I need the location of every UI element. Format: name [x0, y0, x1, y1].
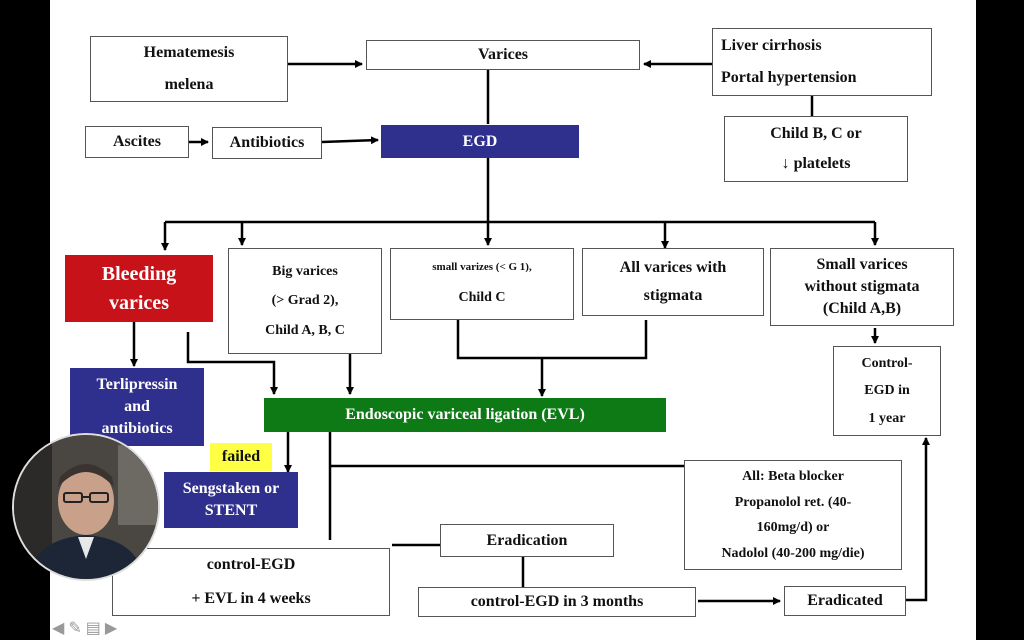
cirrhosis-line-1: Liver cirrhosis [721, 37, 822, 54]
sengstaken-line-1: Sengstaken or [182, 480, 280, 497]
small-varizes-box: small varizes (< G 1), Child C [390, 248, 574, 320]
stigmata-box: All varices with stigmata [582, 248, 764, 316]
egd-box: EGD [381, 125, 579, 158]
sengstaken-box: Sengstaken or STENT [164, 472, 298, 528]
presenter-webcam [12, 433, 160, 581]
egd-label: EGD [462, 132, 498, 150]
terlipressin-line-3: antibiotics [101, 420, 173, 437]
big-varices-line-1: Big varices [272, 263, 338, 279]
beta-blocker-line-1: All: Beta blocker [742, 469, 844, 484]
control-4weeks-line-1: control-EGD [206, 556, 296, 573]
slide: Hematemesis melena Varices Liver cirrhos… [50, 0, 976, 640]
evl-box: Endoscopic variceal ligation (EVL) [264, 398, 666, 432]
small-no-stigmata-box: Small varices without stigmata (Child A,… [770, 248, 954, 326]
eradication-box: Eradication [440, 524, 614, 557]
bleeding-line-2: varices [109, 291, 169, 314]
bleeding-line-1: Bleeding [101, 262, 177, 285]
stigmata-line-1: All varices with [619, 259, 727, 276]
evl-label: Endoscopic variceal ligation (EVL) [345, 406, 585, 423]
ascites-label: Ascites [113, 133, 161, 150]
child-bc-line-2: ↓ platelets [781, 155, 851, 172]
big-varices-box: Big varices (> Grad 2), Child A, B, C [228, 248, 382, 354]
beta-blocker-box: All: Beta blocker Propanolol ret. (40- 1… [684, 460, 902, 570]
cirrhosis-line-2: Portal hypertension [721, 69, 857, 86]
small-no-stigmata-line-1: Small varices [816, 256, 908, 273]
small-no-stigmata-line-3: (Child A,B) [822, 300, 902, 317]
varices-box: Varices [366, 40, 640, 70]
ascites-box: Ascites [85, 126, 189, 158]
sengstaken-line-2: STENT [204, 502, 258, 519]
antibiotics-label: Antibiotics [229, 134, 305, 151]
failed-label: failed [221, 448, 261, 465]
terlipressin-box: Terlipressin and antibiotics [70, 368, 204, 446]
arrow-right-icon[interactable]: ▶ [104, 618, 118, 637]
connector-lines [130, 60, 930, 605]
control-1year-line-2: EGD in [864, 383, 910, 399]
big-varices-line-2: (> Grad 2), [271, 293, 339, 309]
control-1year-line-3: 1 year [868, 410, 906, 426]
big-varices-line-3: Child A, B, C [265, 322, 345, 338]
pencil-icon[interactable]: ✎ [68, 618, 82, 637]
small-varizes-line-1: small varizes (< G 1), [432, 261, 532, 274]
antibiotics-box: Antibiotics [212, 127, 322, 159]
bleeding-varices-box: Bleeding varices [65, 255, 213, 322]
eradicated-label: Eradicated [807, 592, 883, 609]
control-1year-line-1: Control- [861, 355, 913, 371]
small-varizes-line-2: Child C [458, 290, 506, 306]
menu-icon[interactable]: ▤ [85, 618, 101, 637]
stigmata-line-2: stigmata [643, 287, 703, 304]
control-3months-label: control-EGD in 3 months [470, 593, 644, 610]
child-bc-line-1: Child B, C or [770, 125, 862, 142]
beta-blocker-line-2: Propanolol ret. (40- [734, 494, 852, 510]
failed-label-box: failed [210, 443, 272, 471]
presenter-video-feed [14, 435, 158, 579]
hematemesis-line-2: melena [164, 76, 214, 93]
terlipressin-line-2: and [124, 398, 150, 415]
hematemesis-box: Hematemesis melena [90, 36, 288, 102]
control-4weeks-box: control-EGD + EVL in 4 weeks [112, 548, 390, 616]
slide-nav-controls: ◀ ✎ ▤ ▶ [52, 618, 117, 637]
control-1year-box: Control- EGD in 1 year [833, 346, 941, 436]
arrow-left-icon[interactable]: ◀ [52, 618, 65, 637]
hematemesis-line-1: Hematemesis [143, 44, 235, 61]
terlipressin-line-1: Terlipressin [96, 376, 178, 393]
beta-blocker-line-4: Nadolol (40-200 mg/die) [721, 545, 865, 561]
eradicated-box: Eradicated [784, 586, 906, 616]
control-3months-box: control-EGD in 3 months [418, 587, 696, 617]
beta-blocker-line-3: 160mg/d) or [756, 520, 830, 535]
child-bc-box: Child B, C or ↓ platelets [724, 116, 908, 182]
eradication-label: Eradication [486, 531, 568, 549]
control-4weeks-line-2: + EVL in 4 weeks [191, 590, 311, 607]
cirrhosis-box: Liver cirrhosis Portal hypertension [712, 28, 932, 96]
small-no-stigmata-line-2: without stigmata [804, 278, 920, 295]
varices-label: Varices [477, 46, 529, 63]
